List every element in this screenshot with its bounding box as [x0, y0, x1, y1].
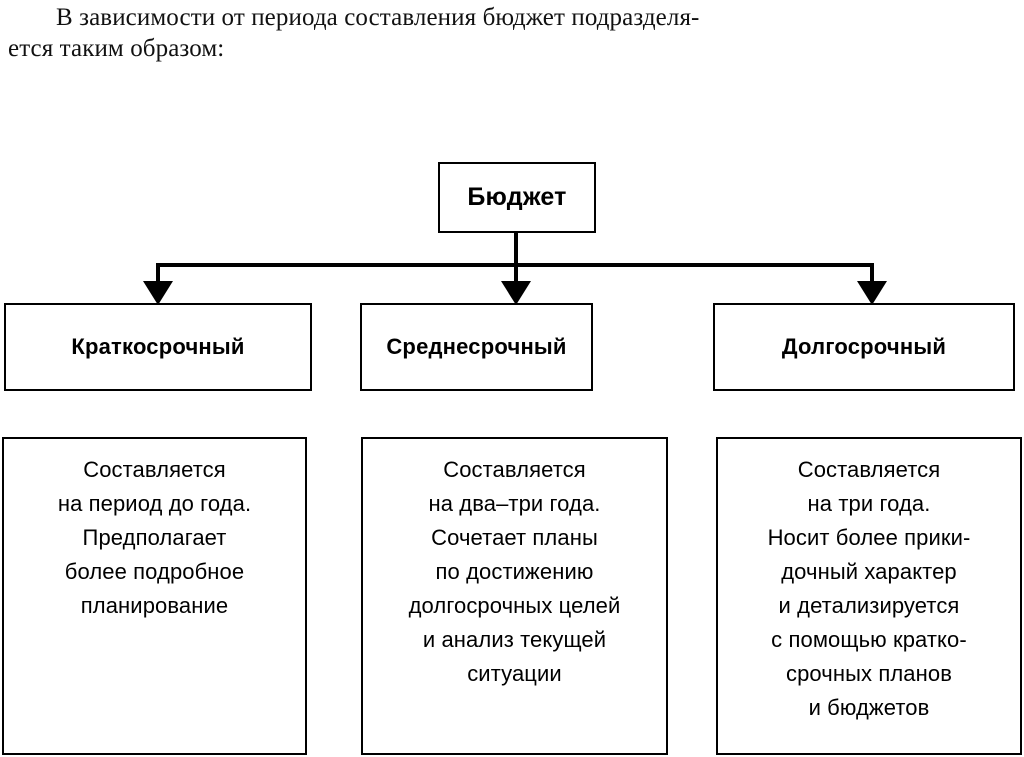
connector-stem — [514, 233, 518, 265]
description-node-long-term: Составляется на три года. Носит более пр… — [716, 437, 1022, 755]
connector-drop-right — [870, 263, 874, 286]
type-node-label: Краткосрочный — [71, 334, 245, 359]
arrowhead-icon-left — [143, 281, 173, 305]
intro-paragraph: В зависимости от периода составления бюд… — [8, 2, 1018, 64]
type-node-short-term: Краткосрочный — [4, 303, 312, 391]
connector-drop-left — [156, 263, 160, 286]
description-text: Составляется на период до года. Предпола… — [57, 457, 252, 618]
connector-drop-center — [514, 263, 518, 286]
intro-line-1: В зависимости от периода составления бюд… — [56, 4, 700, 31]
type-node-medium-term: Среднесрочный — [360, 303, 593, 391]
description-node-medium-term: Составляется на два–три года. Сочетает п… — [361, 437, 668, 755]
type-node-label: Среднесрочный — [386, 334, 567, 359]
description-text: Составляется на два–три года. Сочетает п… — [408, 457, 621, 686]
root-node-budget: Бюджет — [438, 162, 596, 233]
root-node-label: Бюджет — [467, 183, 567, 211]
description-text: Составляется на три года. Носит более пр… — [767, 457, 971, 720]
description-node-short-term: Составляется на период до года. Предпола… — [2, 437, 307, 755]
type-node-label: Долгосрочный — [781, 334, 947, 359]
arrowhead-icon-center — [501, 281, 531, 305]
type-node-long-term: Долгосрочный — [713, 303, 1015, 391]
intro-line-2: ется таким образом: — [8, 35, 225, 62]
arrowhead-icon-right — [857, 281, 887, 305]
